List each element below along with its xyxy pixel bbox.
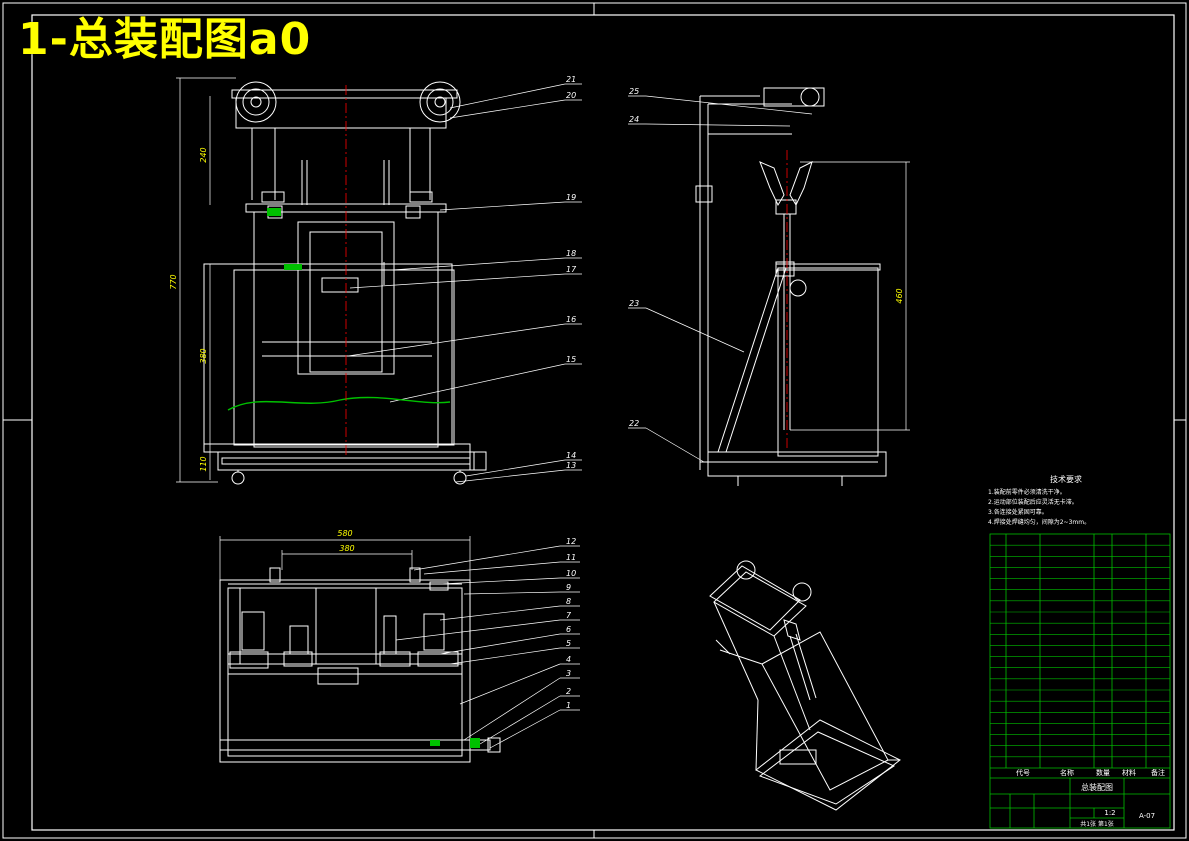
header-qty: 数量 xyxy=(1096,768,1110,777)
tech-requirement-item: 1.装配前零件必须清洗干净。 xyxy=(988,488,1066,496)
callout-number: 17 xyxy=(566,265,577,274)
parts-list-headers: 代号 名称 数量 材料 备注 xyxy=(1016,768,1165,777)
parts-list-rows xyxy=(990,544,1170,758)
top-view xyxy=(219,536,580,763)
callout-number: 12 xyxy=(566,537,576,546)
header-remark: 备注 xyxy=(1151,768,1165,777)
front-view xyxy=(176,77,582,485)
callout-number: 9 xyxy=(566,583,571,592)
callout-number: 13 xyxy=(566,461,576,470)
header-code: 代号 xyxy=(1016,768,1030,777)
callout-number: 25 xyxy=(629,87,639,96)
front-view-break-line xyxy=(227,396,451,411)
header-name: 名称 xyxy=(1060,768,1074,777)
parts-list-table xyxy=(989,533,1171,829)
top-view-hatches xyxy=(430,738,480,748)
tech-requirement-item: 4.焊接处焊缝均匀，间隙为2~3mm。 xyxy=(988,518,1090,526)
tech-requirement-item: 3.各连接处紧固可靠。 xyxy=(988,508,1048,516)
dim-inner-width: 380 xyxy=(339,544,354,553)
tech-requirement-item: 2.运动部位装配后应灵活无卡滞。 xyxy=(988,498,1078,506)
dim-top-offset: 240 xyxy=(199,147,208,162)
title-block-scale: 1:2 xyxy=(1104,809,1115,817)
header-material: 材料 xyxy=(1122,768,1136,777)
callout-number: 4 xyxy=(566,655,571,664)
dim-side-height: 460 xyxy=(895,288,904,303)
callout-number: 6 xyxy=(566,625,571,634)
callout-number: 23 xyxy=(629,299,639,308)
dimension-texts: 770 240 380 110 460 580 380 xyxy=(169,147,904,553)
tech-requirements-heading: 技术要求 xyxy=(1050,474,1082,484)
callout-number: 1 xyxy=(566,701,571,710)
callout-number: 15 xyxy=(566,355,576,364)
callout-number: 22 xyxy=(629,419,639,428)
callout-number: 19 xyxy=(566,193,576,202)
dim-overall-width: 580 xyxy=(337,529,352,538)
title-block-sheet: 共1张 第1张 xyxy=(1080,820,1114,828)
callout-number: 24 xyxy=(629,115,639,124)
dim-base-height: 110 xyxy=(199,456,208,471)
callout-number: 14 xyxy=(566,451,576,460)
dim-mid-height: 380 xyxy=(199,348,208,363)
drawing-title: 1-总装配图a0 xyxy=(18,14,312,65)
side-view xyxy=(628,87,910,486)
callout-number: 5 xyxy=(566,639,571,648)
callout-number: 21 xyxy=(566,75,576,84)
title-block: 总装配图 1:2 共1张 第1张 A-07 xyxy=(1080,782,1155,828)
callout-number: 10 xyxy=(566,569,576,578)
callout-number: 20 xyxy=(566,91,576,100)
front-view-hatches xyxy=(267,208,302,270)
callout-number: 2 xyxy=(566,687,571,696)
tech-requirements-list: 1.装配前零件必须清洗干净。 2.运动部位装配后应灵活无卡滞。 3.各连接处紧固… xyxy=(988,488,1090,526)
callout-number: 18 xyxy=(566,249,576,258)
side-view-callouts: 25 24 23 22 xyxy=(629,87,639,428)
callout-number: 11 xyxy=(566,553,576,562)
top-view-callouts: 12 11 10 9 8 7 6 5 4 3 2 1 xyxy=(566,537,576,710)
title-block-drawing-no: A-07 xyxy=(1139,812,1155,820)
dim-total-height: 770 xyxy=(169,274,178,289)
callout-number: 3 xyxy=(566,669,571,678)
callout-number: 8 xyxy=(566,597,571,606)
title-block-name: 总装配图 xyxy=(1081,782,1113,792)
callout-number: 7 xyxy=(566,611,572,620)
callout-number: 16 xyxy=(566,315,576,324)
isometric-view xyxy=(709,560,901,811)
